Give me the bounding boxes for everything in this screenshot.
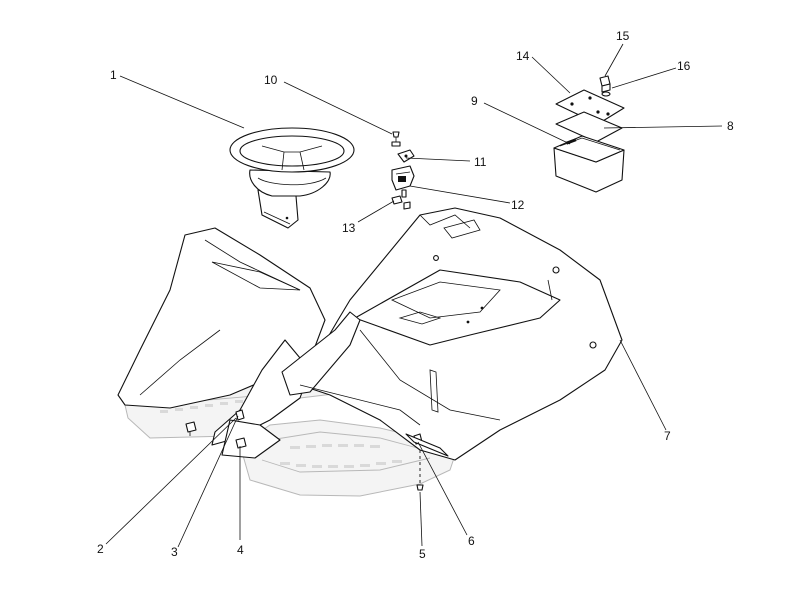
callout-14: 14 [516, 49, 530, 63]
steering-shaft-assembly [391, 131, 415, 210]
callout-3: 3 [171, 545, 178, 559]
leader-5 [419, 491, 423, 547]
leader-14 [531, 56, 571, 94]
callout-15: 15 [616, 29, 630, 43]
callout-2: 2 [97, 542, 104, 556]
leader-6 [417, 441, 468, 536]
callout-1: 1 [110, 68, 117, 82]
callout-13: 13 [342, 221, 356, 235]
leader-1 [119, 75, 245, 129]
leader-3 [177, 415, 239, 548]
hood-fender-body [299, 207, 623, 461]
callout-9: 9 [471, 94, 478, 108]
leader-13 [357, 200, 395, 223]
leader-16 [611, 67, 677, 89]
callout-10: 10 [264, 73, 278, 87]
leader-9 [483, 102, 571, 145]
callout-4: 4 [237, 543, 244, 557]
callout-5: 5 [419, 547, 426, 561]
callout-16: 16 [677, 59, 691, 73]
leader-12 [409, 185, 511, 204]
leader-15 [604, 43, 624, 77]
leader-10 [283, 81, 393, 135]
callout-8: 8 [727, 119, 734, 133]
callout-labels: 1 2 3 4 5 6 7 8 9 10 11 12 13 14 15 16 [97, 29, 734, 561]
leader-8 [603, 125, 723, 129]
leader-2 [105, 417, 237, 545]
left-fender-dash [117, 227, 421, 459]
callout-6: 6 [468, 534, 475, 548]
battery-box-assembly [553, 75, 625, 193]
steering-wheel [229, 127, 355, 229]
callout-12: 12 [511, 198, 525, 212]
fastener-hardware [185, 409, 449, 491]
callout-11: 11 [474, 155, 487, 169]
leader-lines [105, 43, 723, 548]
callout-7: 7 [664, 429, 671, 443]
leader-11 [405, 157, 471, 162]
leader-7 [619, 339, 667, 431]
